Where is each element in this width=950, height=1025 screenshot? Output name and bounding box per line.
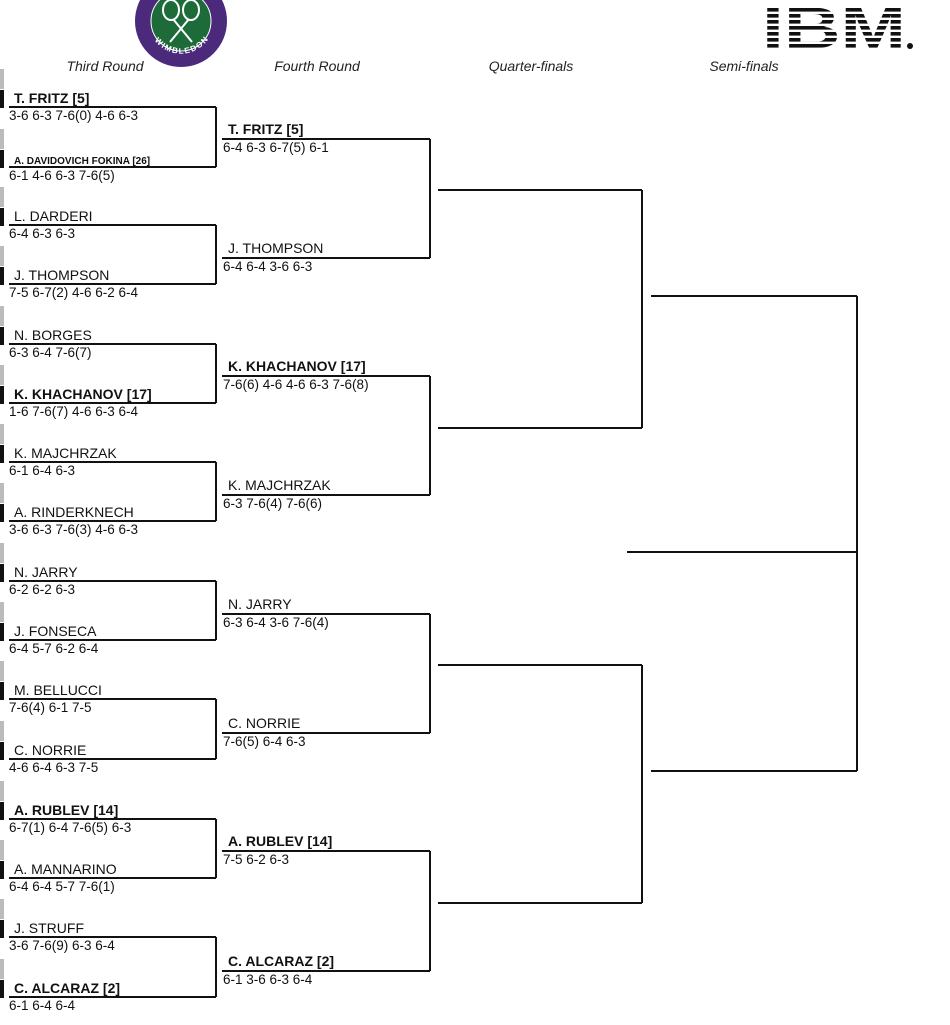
fourth-round-player-name: C. ALCARAZ [2] bbox=[228, 953, 335, 969]
draw-edge-gray-marker bbox=[0, 69, 4, 89]
fourth-round-score: 7-6(6) 4-6 4-6 6-3 7-6(8) bbox=[223, 377, 369, 392]
draw-edge-marker bbox=[0, 327, 4, 345]
draw-edge-marker bbox=[0, 802, 4, 820]
svg-text:IBM: IBM bbox=[762, 2, 906, 52]
draw-edge-marker bbox=[0, 90, 4, 108]
draw-edge-gray-marker bbox=[0, 365, 4, 385]
third-round-player-name: C. NORRIE bbox=[14, 742, 87, 758]
third-round-player-name: N. JARRY bbox=[14, 564, 78, 580]
draw-edge-marker bbox=[0, 386, 4, 404]
third-round-score: 7-6(4) 6-1 7-5 bbox=[9, 700, 92, 715]
fourth-round-player-name: K. KHACHANOV [17] bbox=[228, 358, 366, 374]
third-round-score: 6-1 6-4 6-3 bbox=[9, 463, 76, 478]
draw-edge-gray-marker bbox=[0, 840, 4, 860]
fourth-round-score: 6-1 3-6 6-3 6-4 bbox=[223, 972, 313, 987]
third-round-score: 3-6 6-3 7-6(0) 4-6 6-3 bbox=[9, 108, 139, 123]
third-round-player-name: A. MANNARINO bbox=[14, 861, 117, 877]
third-round-player-name: A. DAVIDOVICH FOKINA [26] bbox=[14, 156, 151, 167]
third-round-player-name: J. STRUFF bbox=[14, 920, 84, 936]
third-round-player-name: M. BELLUCCI bbox=[14, 682, 102, 698]
draw-edge-gray-marker bbox=[0, 306, 4, 326]
draw-edge-marker bbox=[0, 920, 4, 938]
third-round-player-name: K. KHACHANOV [17] bbox=[14, 386, 152, 402]
draw-edge-marker bbox=[0, 682, 4, 700]
third-round-player-name: J. FONSECA bbox=[14, 623, 97, 639]
draw-edge-gray-marker bbox=[0, 781, 4, 801]
draw-edge-gray-marker bbox=[0, 661, 4, 681]
fourth-round-score: 6-4 6-4 3-6 6-3 bbox=[223, 259, 313, 274]
third-round-score: 4-6 6-4 6-3 7-5 bbox=[9, 760, 99, 775]
fourth-round-score: 6-4 6-3 6-7(5) 6-1 bbox=[223, 140, 329, 155]
draw-edge-gray-marker bbox=[0, 899, 4, 919]
fourth-round-player-name: C. NORRIE bbox=[228, 715, 301, 731]
draw-edge-marker bbox=[0, 150, 4, 168]
third-round-score: 3-6 7-6(9) 6-3 6-4 bbox=[9, 938, 115, 953]
ibm-logo: IBM bbox=[762, 2, 913, 52]
draw-edge-gray-marker bbox=[0, 543, 4, 563]
draw-edge-gray-marker bbox=[0, 246, 4, 266]
header-third-round: Third Round bbox=[66, 58, 144, 74]
third-round-player-name: J. THOMPSON bbox=[14, 267, 110, 283]
third-round-score: 6-1 6-4 6-4 bbox=[9, 998, 76, 1013]
draw-edge-marker bbox=[0, 564, 4, 582]
fourth-round-player-name: J. THOMPSON bbox=[228, 240, 324, 256]
draw-edge-gray-marker bbox=[0, 959, 4, 979]
draw-edge-marker bbox=[0, 267, 4, 285]
draw-edge-gray-marker bbox=[0, 721, 4, 741]
header-fourth-round: Fourth Round bbox=[274, 58, 360, 74]
header-semi-finals: Semi-finals bbox=[709, 58, 779, 74]
fourth-round-player-name: K. MAJCHRZAK bbox=[228, 477, 331, 493]
draw-edge-gray-marker bbox=[0, 483, 4, 503]
draw-edge-marker bbox=[0, 208, 4, 226]
draw-edge-gray-marker bbox=[0, 424, 4, 444]
third-round-score: 6-2 6-2 6-3 bbox=[9, 582, 76, 597]
fourth-round-player-name: A. RUBLEV [14] bbox=[228, 833, 333, 849]
third-round-score: 7-5 6-7(2) 4-6 6-2 6-4 bbox=[9, 285, 139, 300]
draw-edge-marker bbox=[0, 445, 4, 463]
fourth-round-score: 7-5 6-2 6-3 bbox=[223, 852, 290, 867]
third-round-score: 6-4 6-3 6-3 bbox=[9, 226, 76, 241]
header-quarter-finals: Quarter-finals bbox=[488, 58, 574, 74]
fourth-round-score: 6-3 7-6(4) 7-6(6) bbox=[223, 496, 323, 511]
third-round-player-name: K. MAJCHRZAK bbox=[14, 445, 117, 461]
third-round-player-name: T. FRITZ [5] bbox=[14, 90, 90, 106]
fourth-round-player-name: N. JARRY bbox=[228, 596, 292, 612]
third-round-player-name: C. ALCARAZ [2] bbox=[14, 980, 121, 996]
draw-edge-marker bbox=[0, 861, 4, 879]
draw-edge-gray-marker bbox=[0, 602, 4, 622]
third-round-score: 6-4 5-7 6-2 6-4 bbox=[9, 641, 99, 656]
draw-edge-marker bbox=[0, 980, 4, 998]
draw-edge-marker bbox=[0, 742, 4, 760]
third-round-score: 1-6 7-6(7) 4-6 6-3 6-4 bbox=[9, 404, 139, 419]
third-round-score: 6-7(1) 6-4 7-6(5) 6-3 bbox=[9, 820, 132, 835]
third-round-player-name: L. DARDERI bbox=[14, 208, 93, 224]
draw-edge-marker bbox=[0, 504, 4, 522]
third-round-player-name: A. RUBLEV [14] bbox=[14, 802, 119, 818]
third-round-player-name: A. RINDERKNECH bbox=[14, 504, 134, 520]
fourth-round-score: 6-3 6-4 3-6 7-6(4) bbox=[223, 615, 329, 630]
third-round-score: 6-1 4-6 6-3 7-6(5) bbox=[9, 168, 115, 183]
fourth-round-player-name: T. FRITZ [5] bbox=[228, 121, 304, 137]
fourth-round-score: 7-6(5) 6-4 6-3 bbox=[223, 734, 306, 749]
draw-edge-gray-marker bbox=[0, 129, 4, 149]
draw-edge-gray-marker bbox=[0, 187, 4, 207]
wimbledon-logo: WIMBLEDON bbox=[135, 0, 227, 67]
third-round-score: 3-6 6-3 7-6(3) 4-6 6-3 bbox=[9, 522, 139, 537]
third-round-score: 6-4 6-4 5-7 7-6(1) bbox=[9, 879, 115, 894]
third-round-score: 6-3 6-4 7-6(7) bbox=[9, 345, 92, 360]
third-round-player-name: N. BORGES bbox=[14, 327, 92, 343]
draw-edge-marker bbox=[0, 623, 4, 641]
